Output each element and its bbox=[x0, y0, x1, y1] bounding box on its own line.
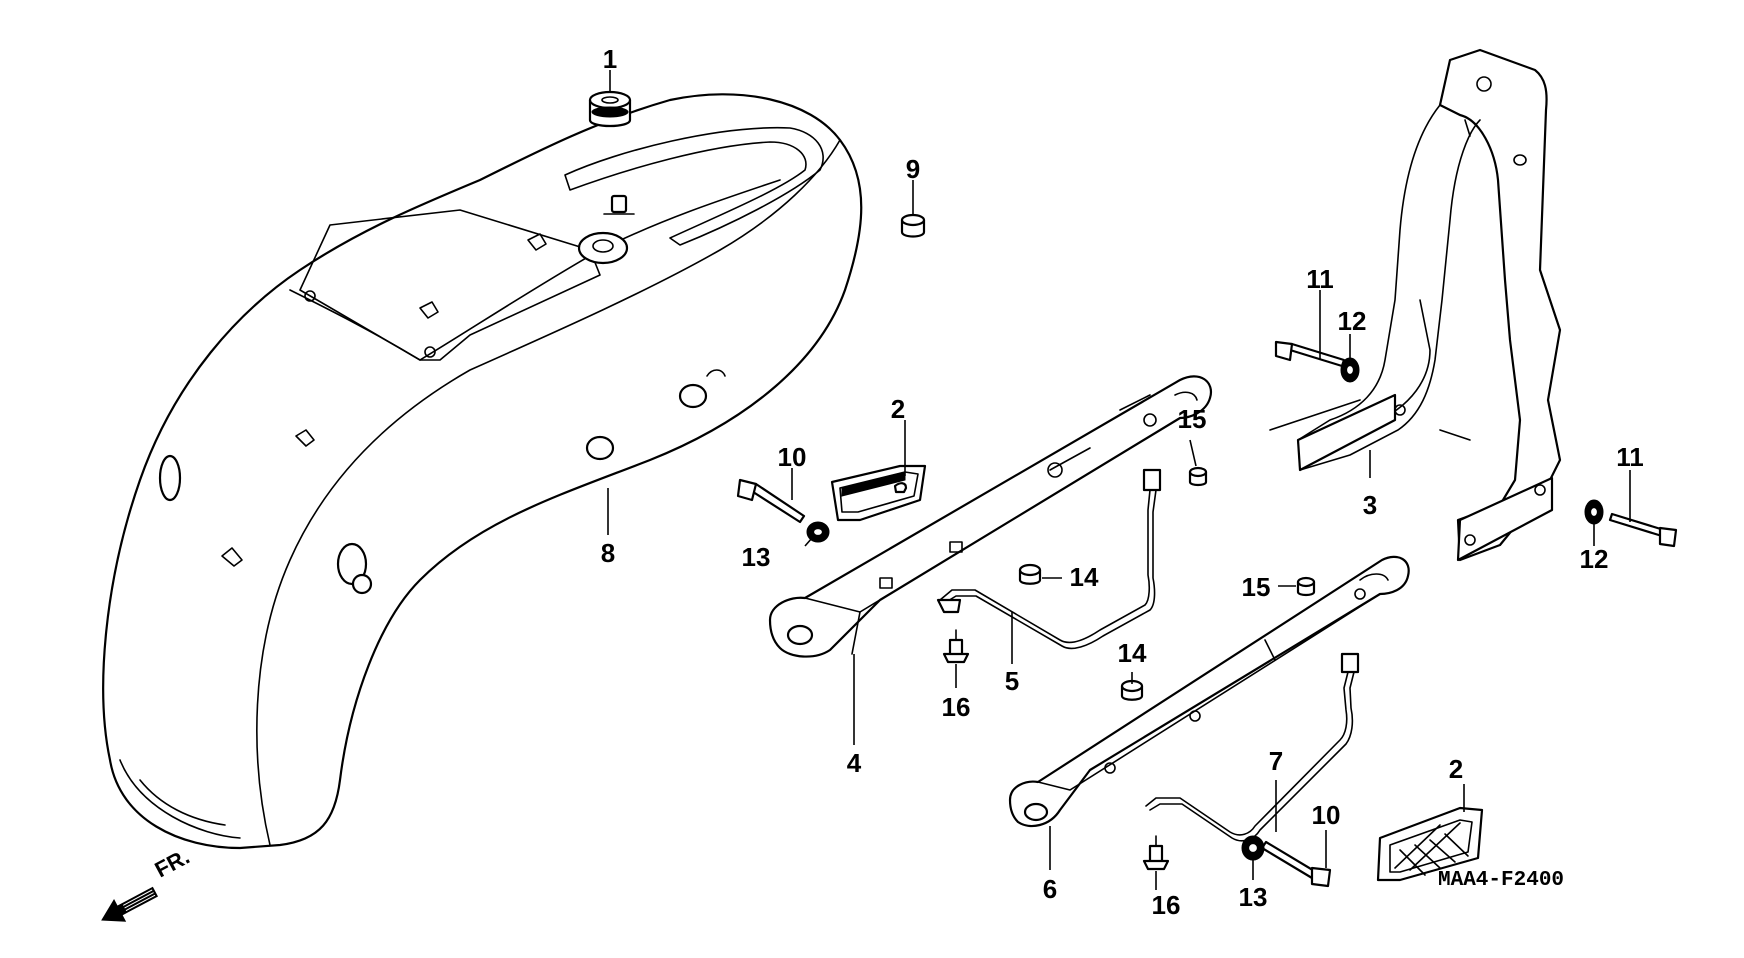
stay-part-4[interactable] bbox=[768, 375, 1213, 658]
washer-part-13-upper[interactable] bbox=[806, 521, 830, 543]
callout-numbers: 1 2 2 3 4 5 6 7 8 9 10 10 11 11 12 12 13… bbox=[601, 44, 1644, 920]
callout-11: 11 bbox=[1616, 442, 1644, 472]
bracket-part-3[interactable] bbox=[1269, 48, 1562, 562]
bolt-part-11-lower[interactable] bbox=[1608, 512, 1678, 548]
callout-16: 16 bbox=[1152, 890, 1181, 920]
callout-11: 11 bbox=[1306, 264, 1334, 294]
grommet-part-1[interactable] bbox=[588, 90, 632, 128]
stay-part-6[interactable] bbox=[1008, 555, 1410, 828]
washer-part-12-lower[interactable] bbox=[1584, 499, 1604, 525]
callout-13: 13 bbox=[742, 542, 771, 572]
callout-14: 14 bbox=[1070, 562, 1099, 592]
callout-2: 2 bbox=[1449, 754, 1463, 784]
callout-2: 2 bbox=[891, 394, 905, 424]
callout-12: 12 bbox=[1580, 544, 1609, 574]
nut-part-15-lower[interactable] bbox=[1296, 576, 1316, 597]
screw-part-16-lower[interactable] bbox=[1142, 835, 1170, 871]
front-direction-arrow: FR. bbox=[101, 844, 194, 922]
reflector-part-2-lower[interactable] bbox=[1376, 806, 1484, 882]
nut-part-14-lower[interactable] bbox=[1120, 679, 1144, 701]
callout-4: 4 bbox=[847, 748, 862, 778]
bolt-part-10-upper[interactable] bbox=[736, 478, 806, 524]
callout-5: 5 bbox=[1005, 666, 1019, 696]
leader-lines bbox=[607, 70, 1631, 890]
washer-part-12-upper[interactable] bbox=[1340, 357, 1360, 383]
bolt-part-11-upper[interactable] bbox=[1274, 340, 1346, 368]
diagram-code: MAA4-F2400 bbox=[1438, 869, 1564, 892]
callout-8: 8 bbox=[601, 538, 615, 568]
callout-6: 6 bbox=[1043, 874, 1057, 904]
callout-9: 9 bbox=[906, 154, 920, 184]
callout-3: 3 bbox=[1363, 490, 1377, 520]
callout-13: 13 bbox=[1239, 882, 1268, 912]
screw-part-16-upper[interactable] bbox=[942, 629, 970, 664]
nut-part-15-upper[interactable] bbox=[1188, 466, 1208, 487]
reflector-stay-part-5[interactable] bbox=[936, 468, 1162, 650]
callout-16: 16 bbox=[942, 692, 971, 722]
nut-part-9[interactable] bbox=[900, 213, 926, 238]
washer-part-13-lower[interactable] bbox=[1241, 835, 1265, 861]
callout-1: 1 bbox=[603, 44, 617, 74]
callout-12: 12 bbox=[1338, 306, 1367, 336]
callout-15: 15 bbox=[1178, 404, 1207, 434]
reflector-part-2-upper[interactable] bbox=[830, 464, 927, 522]
bolt-part-10-lower[interactable] bbox=[1260, 840, 1332, 888]
callout-15: 15 bbox=[1242, 572, 1271, 602]
front-label: FR. bbox=[151, 844, 194, 883]
callout-10: 10 bbox=[778, 442, 807, 472]
reflector-stay-part-7[interactable] bbox=[1145, 652, 1360, 842]
callout-7: 7 bbox=[1269, 746, 1283, 776]
callout-10: 10 bbox=[1312, 800, 1341, 830]
nut-part-14-upper[interactable] bbox=[1018, 563, 1042, 585]
rear-fender[interactable] bbox=[102, 93, 863, 850]
callout-14: 14 bbox=[1118, 638, 1147, 668]
